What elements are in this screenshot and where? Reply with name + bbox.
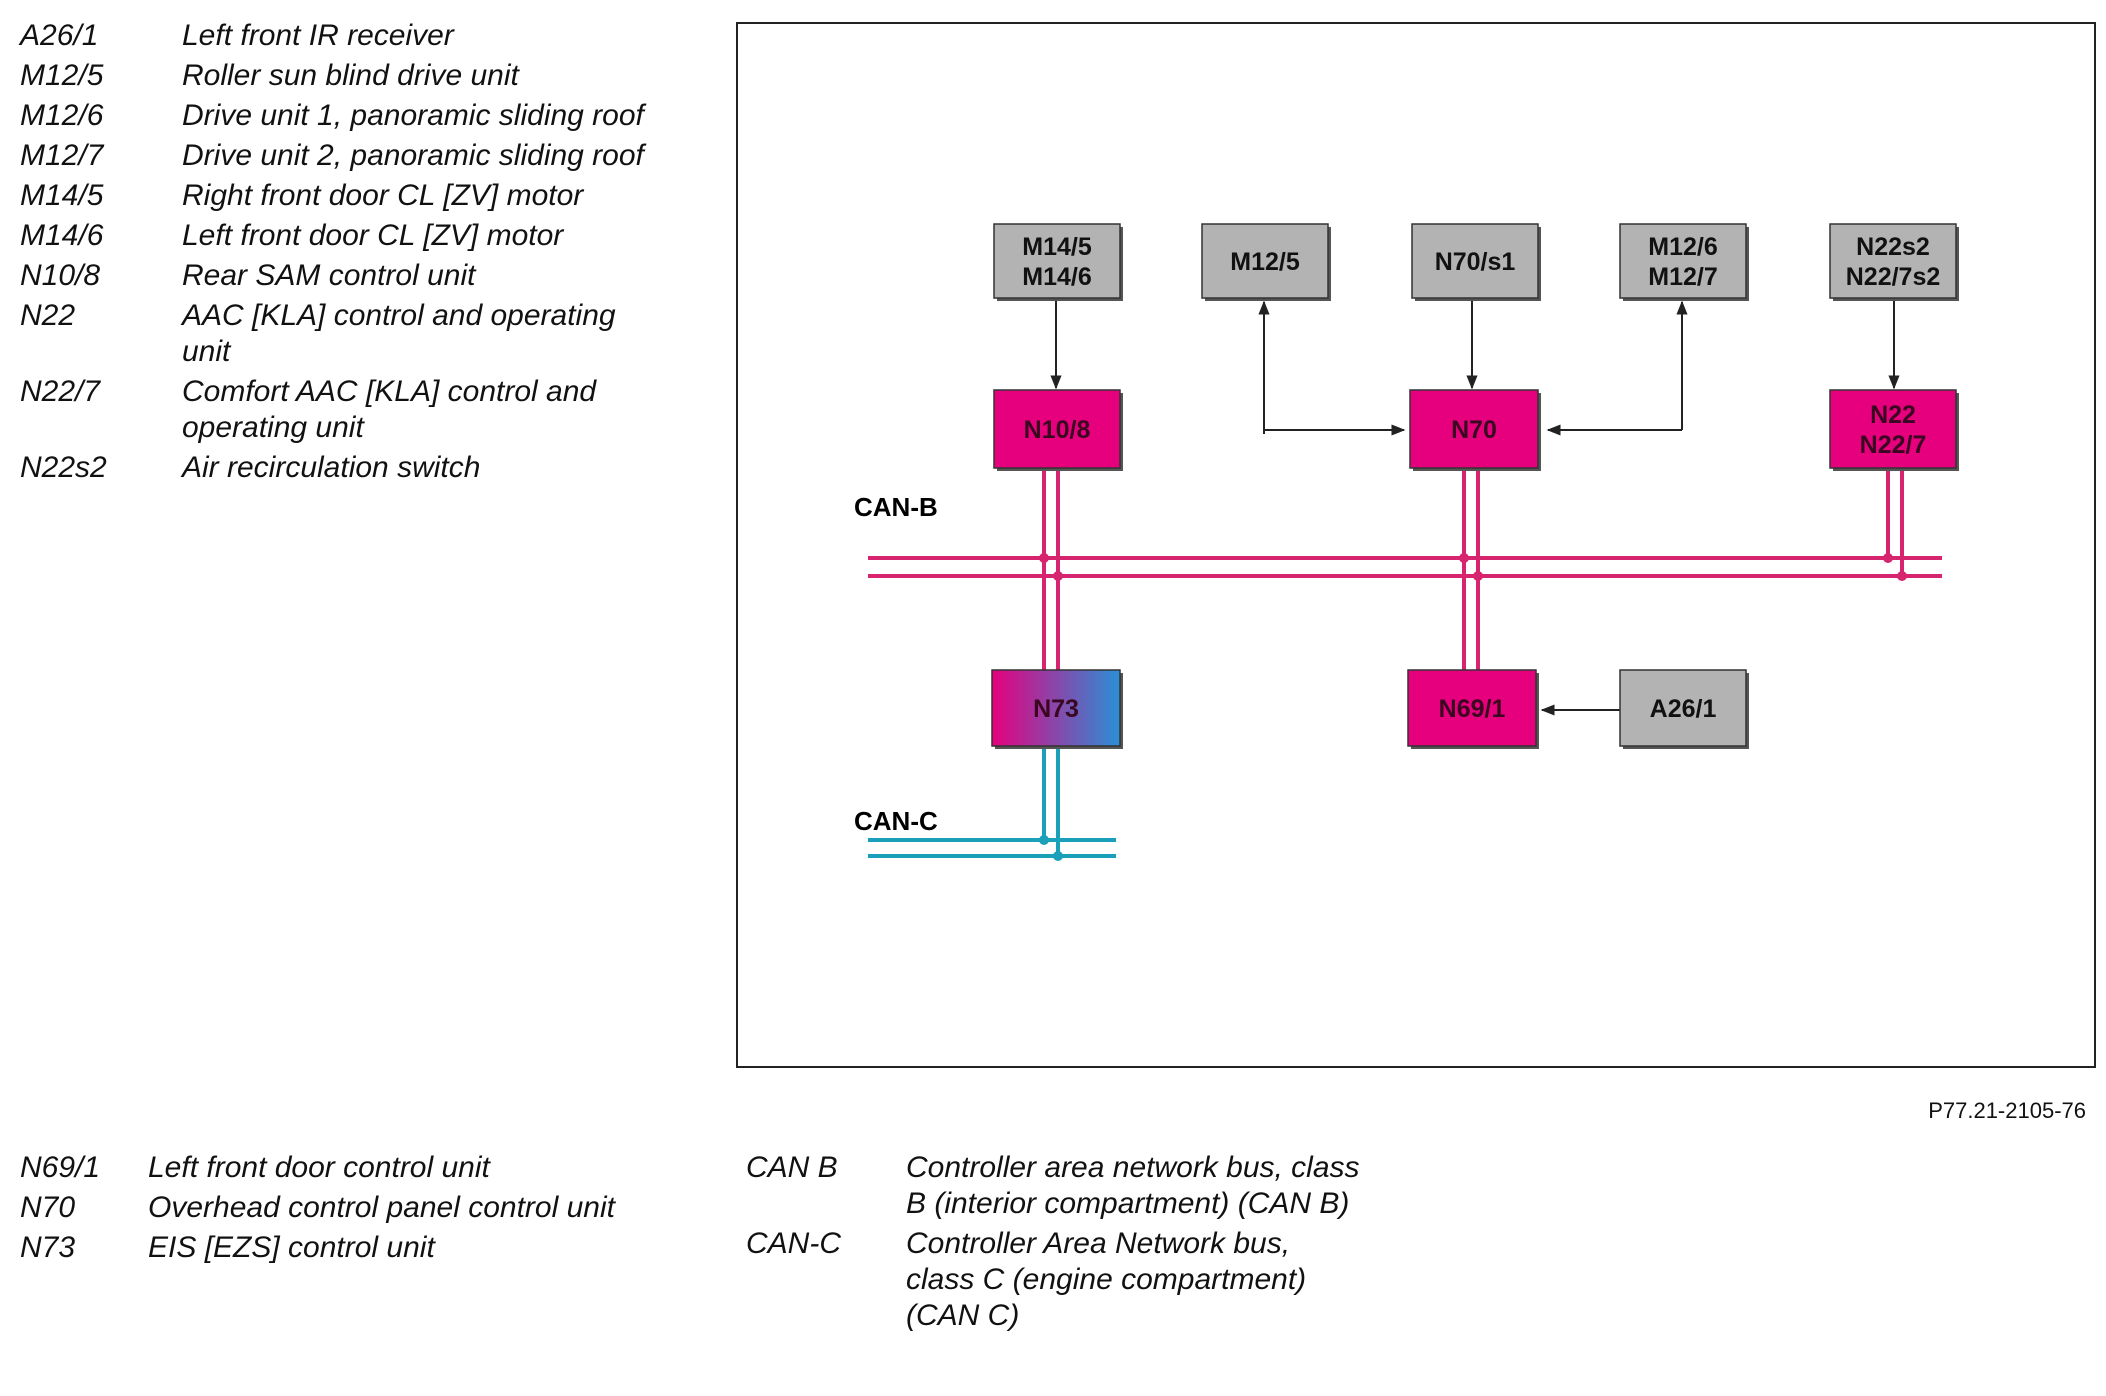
legend-code: CAN B bbox=[746, 1151, 838, 1184]
box-label: N22 bbox=[1870, 401, 1916, 429]
legend-row: A26/1 Left front IR receiver bbox=[20, 18, 660, 54]
box-a26-1: A26/1 bbox=[1619, 669, 1749, 749]
legend-description: Left front IR receiver bbox=[182, 19, 454, 52]
legend-description: Controller area network bus, class B (in… bbox=[906, 1151, 1360, 1220]
legend-description: Drive unit 2, panoramic sliding roof bbox=[182, 139, 644, 172]
legend-code: N70 bbox=[20, 1191, 76, 1224]
box-label: M14/6 bbox=[1022, 263, 1091, 291]
box-label: N22/7s2 bbox=[1846, 263, 1941, 291]
legend-code: N22s2 bbox=[20, 451, 107, 484]
legend-description: EIS [EZS] control unit bbox=[148, 1231, 435, 1264]
legend-row: N22 AAC [KLA] control and operating unit bbox=[20, 298, 660, 370]
legend-description: Drive unit 1, panoramic sliding roof bbox=[182, 99, 644, 132]
legend-row: M12/5 Roller sun blind drive unit bbox=[20, 58, 660, 94]
legend-description: Controller Area Network bus, class C (en… bbox=[906, 1227, 1307, 1332]
legend-code: N22/7 bbox=[20, 375, 101, 408]
box-n69-1: N69/1 bbox=[1407, 669, 1539, 749]
legend-description: Overhead control panel control unit bbox=[148, 1191, 615, 1224]
legend-description: AAC [KLA] control and operating unit bbox=[182, 299, 616, 368]
legend-bottom-right: CAN B Controller area network bus, class … bbox=[746, 1150, 1366, 1338]
can-b-junctions bbox=[1039, 553, 1907, 581]
can-c-label: CAN-C bbox=[854, 806, 938, 836]
box-label: N70 bbox=[1451, 416, 1497, 444]
box-m12-5: M12/5 bbox=[1201, 223, 1331, 301]
legend-row: CAN-C Controller Area Network bus, class … bbox=[746, 1226, 1366, 1334]
legend-description: Left front door control unit bbox=[148, 1151, 490, 1184]
legend-row: M14/6 Left front door CL [ZV] motor bbox=[20, 218, 660, 254]
box-label: A26/1 bbox=[1650, 695, 1717, 723]
legend-row: N70 Overhead control panel control unit bbox=[20, 1190, 620, 1226]
box-label: M12/6 bbox=[1648, 233, 1717, 261]
legend-row: N22s2 Air recirculation switch bbox=[20, 450, 660, 486]
legend-row: M14/5 Right front door CL [ZV] motor bbox=[20, 178, 660, 214]
legend-code: N69/1 bbox=[20, 1151, 101, 1184]
box-label: N22/7 bbox=[1860, 431, 1927, 459]
legend-code: A26/1 bbox=[20, 19, 99, 52]
legend-row: N69/1 Left front door control unit bbox=[20, 1150, 620, 1186]
box-label: N69/1 bbox=[1439, 695, 1506, 723]
legend-code: M12/6 bbox=[20, 99, 104, 132]
legend-description: Comfort AAC [KLA] control and operating … bbox=[182, 375, 597, 444]
can-b-bus bbox=[868, 468, 1942, 700]
legend-code: N73 bbox=[20, 1231, 76, 1264]
box-label: M12/7 bbox=[1648, 263, 1717, 291]
signal-lines bbox=[1050, 298, 1900, 716]
box-label: N73 bbox=[1033, 695, 1079, 723]
box-label: M14/5 bbox=[1022, 233, 1092, 261]
legend-description: Right front door CL [ZV] motor bbox=[182, 179, 584, 212]
box-n10-8: N10/8 bbox=[993, 389, 1123, 471]
legend-code: M12/5 bbox=[20, 59, 104, 92]
figure-reference: P77.21-2105-76 bbox=[1928, 1098, 2086, 1123]
legend-description: Rear SAM control unit bbox=[182, 259, 476, 292]
legend-row: M12/7 Drive unit 2, panoramic sliding roo… bbox=[20, 138, 660, 174]
legend-row: N73 EIS [EZS] control unit bbox=[20, 1230, 620, 1266]
box-label: M12/5 bbox=[1230, 248, 1300, 276]
can-b-label: CAN-B bbox=[854, 492, 938, 522]
legend-code: N22 bbox=[20, 299, 76, 332]
legend-row: N22/7 Comfort AAC [KLA] control and opera… bbox=[20, 374, 660, 446]
legend-code: N10/8 bbox=[20, 259, 101, 292]
legend-row: N10/8 Rear SAM control unit bbox=[20, 258, 660, 294]
legend-row: CAN B Controller area network bus, class … bbox=[746, 1150, 1366, 1222]
can-c-junctions bbox=[1039, 835, 1063, 861]
legend-code: M14/5 bbox=[20, 179, 104, 212]
legend-description: Roller sun blind drive unit bbox=[182, 59, 519, 92]
box-label: N10/8 bbox=[1024, 416, 1091, 444]
can-c-bus bbox=[868, 746, 1116, 858]
legend-row: M12/6 Drive unit 1, panoramic sliding roo… bbox=[20, 98, 660, 134]
legend-description: Air recirculation switch bbox=[182, 451, 481, 484]
legend-code: M14/6 bbox=[20, 219, 104, 252]
box-n70s1: N70/s1 bbox=[1411, 223, 1541, 301]
box-n73: N73 bbox=[991, 669, 1123, 749]
box-label: N70/s1 bbox=[1435, 248, 1516, 276]
legend-code: M12/7 bbox=[20, 139, 104, 172]
legend-code: CAN-C bbox=[746, 1227, 841, 1260]
box-label: N22s2 bbox=[1856, 233, 1930, 261]
legend-description: Left front door CL [ZV] motor bbox=[182, 219, 564, 252]
box-n70: N70 bbox=[1409, 389, 1541, 471]
